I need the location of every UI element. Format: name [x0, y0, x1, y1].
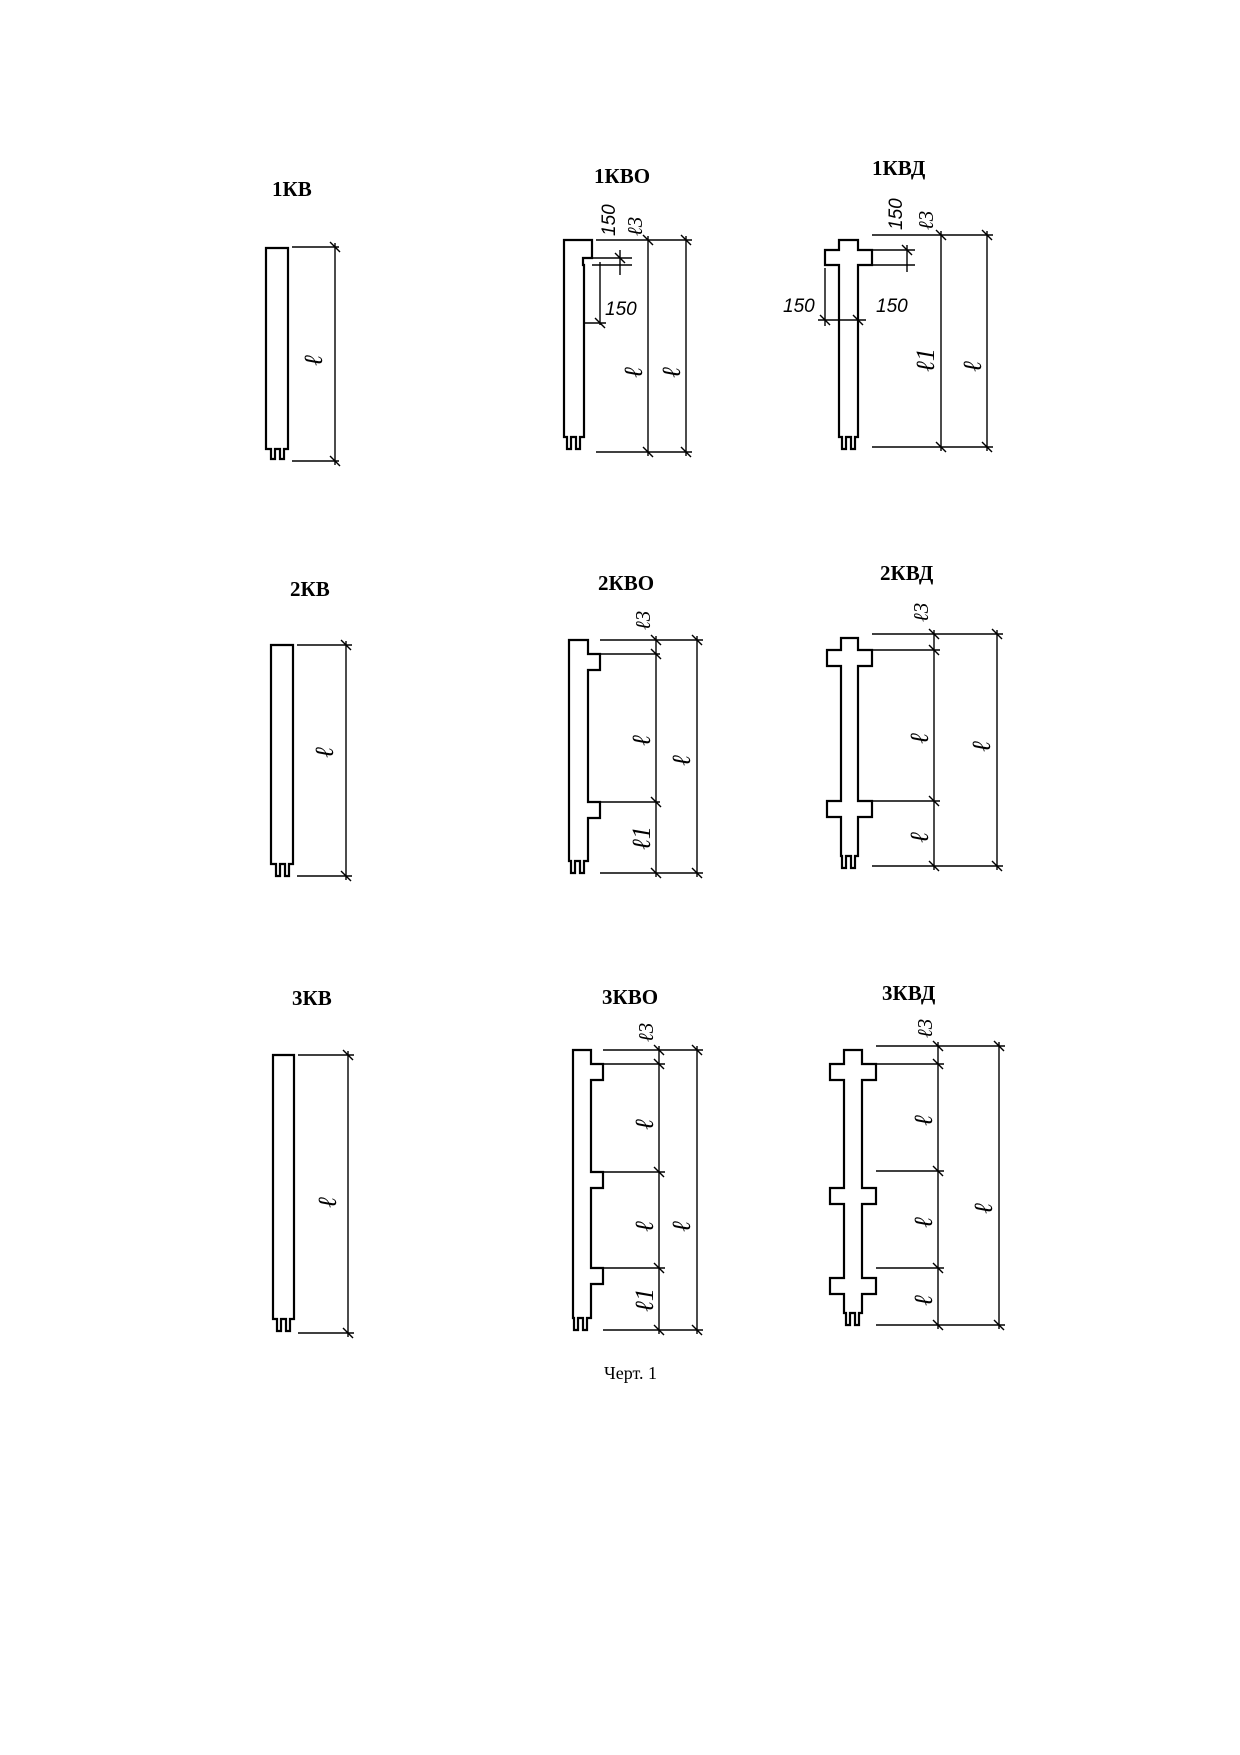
column-1kv: 1КВ ℓ	[264, 177, 341, 467]
column-2kvo: 2КВО ℓ3 ℓ ℓ1 ℓ	[567, 571, 703, 879]
dim-b3: ℓ3	[623, 217, 647, 236]
column-title: 3КВД	[882, 981, 936, 1005]
dim-b: ℓ	[627, 735, 656, 746]
column-outline	[269, 643, 295, 878]
column-2kv: 2КВ ℓ	[269, 577, 352, 882]
column-outline	[571, 1048, 605, 1332]
column-3kvd: 3КВД ℓ3 ℓ ℓ ℓ ℓ	[828, 981, 1005, 1331]
column-title: 3КВ	[292, 986, 332, 1010]
length-label: ℓ	[313, 1197, 342, 1208]
dim-b-upper: ℓ	[909, 1115, 938, 1126]
dim-150-top: 150	[886, 198, 907, 230]
column-1kvd: 1КВД 150 ℓ3 150 150 ℓ1 ℓ	[783, 156, 993, 453]
length-label: ℓ	[667, 1221, 696, 1232]
dim-150-side: 150	[605, 299, 637, 320]
dim-b3: ℓ3	[914, 211, 938, 230]
column-outline	[264, 246, 290, 461]
length-label: ℓ	[967, 741, 996, 752]
dim-150-right: 150	[876, 296, 908, 317]
dim-b3: ℓ3	[913, 1019, 937, 1038]
length-label: ℓ	[969, 1203, 998, 1214]
column-title: 1КВ	[272, 177, 312, 201]
dim-b1: ℓ1	[630, 1288, 659, 1312]
dim-b3: ℓ3	[631, 611, 655, 630]
dim-b-lower: ℓ	[630, 1221, 659, 1232]
length-label: ℓ	[667, 755, 696, 766]
column-outline	[828, 1048, 878, 1327]
column-1kvo: 1КВО 150 ℓ3 150 ℓ ℓ	[562, 164, 692, 458]
dim-b-lower: ℓ	[909, 1217, 938, 1228]
dim-b1: ℓ1	[911, 348, 940, 372]
length-label: ℓ	[299, 355, 328, 366]
dim-b: ℓ	[905, 733, 934, 744]
column-outline	[823, 238, 874, 451]
column-title: 2КВО	[598, 571, 654, 595]
column-3kv: 3КВ ℓ	[271, 986, 354, 1339]
dim-150-left: 150	[783, 296, 815, 317]
dim-b3: ℓ3	[634, 1023, 658, 1042]
column-outline	[567, 638, 602, 875]
dim-b1: ℓ1	[627, 826, 656, 850]
column-title: 2КВД	[880, 561, 934, 585]
figure-caption: Черт. 1	[604, 1363, 657, 1383]
dim-b3: ℓ3	[909, 603, 933, 622]
dim-150-top: 150	[599, 204, 620, 236]
column-2kvd: 2КВД ℓ3 ℓ ℓ ℓ	[825, 561, 1003, 872]
column-title: 2КВ	[290, 577, 330, 601]
dim-b1: ℓ	[905, 832, 934, 843]
column-title: 3КВО	[602, 985, 658, 1009]
dim-b: ℓ	[619, 367, 648, 378]
column-title: 1КВО	[594, 164, 650, 188]
column-3kvo: 3КВО ℓ3 ℓ ℓ ℓ1 ℓ	[571, 985, 703, 1336]
length-label: ℓ	[310, 747, 339, 758]
length-label: ℓ	[657, 367, 686, 378]
column-title: 1КВД	[872, 156, 926, 180]
column-outline	[562, 238, 594, 451]
dim-b-upper: ℓ	[630, 1119, 659, 1130]
length-label: ℓ	[958, 361, 987, 372]
column-outline	[271, 1053, 296, 1333]
dim-b1: ℓ	[909, 1295, 938, 1306]
column-outline	[825, 636, 874, 870]
